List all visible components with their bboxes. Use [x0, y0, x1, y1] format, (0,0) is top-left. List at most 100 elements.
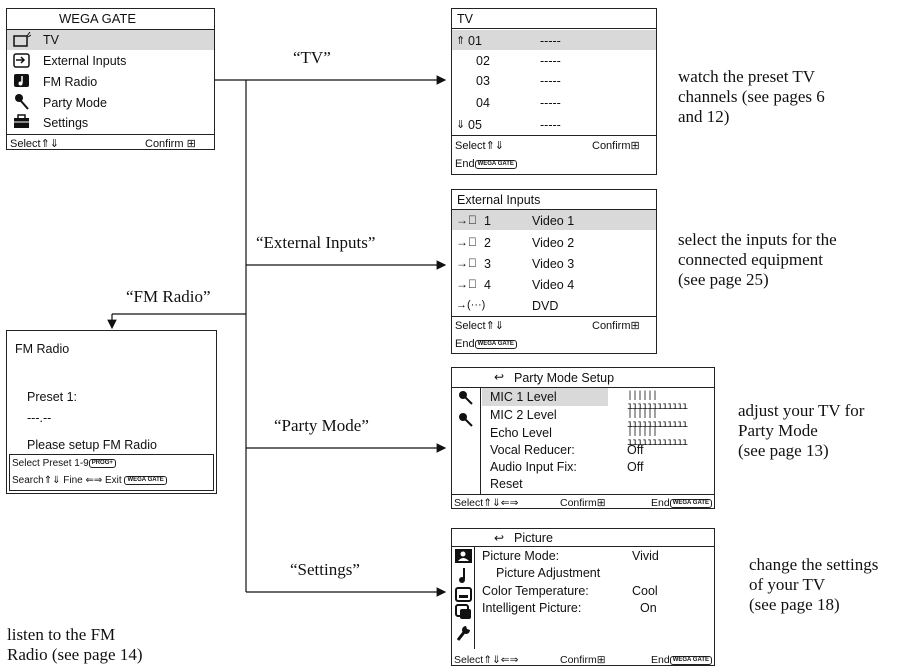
tv-menu: TV ⇑ 01 ----- 02 ----- 03 ----- 04 -----…: [451, 8, 657, 175]
input-icon: →⃝: [456, 213, 477, 227]
input-label[interactable]: Video 2: [532, 236, 575, 250]
input-num: 3: [484, 257, 491, 271]
fm-message: Please setup FM Radio: [27, 438, 157, 452]
tv-arrow-label: “TV”: [293, 48, 331, 67]
dvd-input-icon: →(···): [456, 299, 486, 311]
party-item[interactable]: MIC 2 Level: [490, 408, 557, 422]
party-value: Off: [627, 443, 644, 457]
party-item[interactable]: Reset: [490, 477, 523, 491]
input-num: 4: [484, 278, 491, 292]
picture-item[interactable]: Intelligent Picture:: [482, 601, 582, 615]
party-title: Party Mode Setup: [514, 371, 615, 385]
up-arrow-icon: ⇑: [456, 35, 466, 47]
microphone-icon: [15, 94, 29, 110]
menu-item-fm-radio[interactable]: FM Radio: [43, 75, 98, 89]
input-label[interactable]: DVD: [532, 299, 559, 313]
return-icon: ↩: [494, 370, 505, 384]
settings-arrow-label: “Settings”: [290, 560, 360, 579]
level-bar[interactable]: ||||||ıııııııııııı: [627, 391, 688, 413]
down-arrow-icon: ⇓: [456, 119, 466, 131]
ext-arrow-label: “External Inputs”: [256, 233, 376, 252]
footer-confirm: Confirm⊞: [560, 497, 606, 509]
footer-confirm: Confirm⊞: [592, 320, 640, 332]
footer-select: Select⇑⇓: [455, 140, 505, 152]
channel-num: 03: [476, 74, 490, 88]
microphone-icon: [459, 391, 473, 405]
picture-item[interactable]: Color Temperature:: [482, 584, 589, 598]
wega-gate-title: WEGA GATE: [59, 11, 137, 26]
fm-description: listen to the FM Radio (see page 14): [7, 625, 143, 664]
channel-num: 05: [468, 118, 482, 132]
footer-confirm: Confirm ⊞: [145, 138, 196, 150]
channel-highlight: [452, 30, 656, 50]
channel-name[interactable]: -----: [540, 74, 561, 88]
level-bar[interactable]: ||||||ıııııııııııı: [627, 427, 688, 449]
party-value: Off: [627, 460, 644, 474]
input-icon: →⃝: [456, 256, 477, 270]
picture-title: Picture: [514, 531, 553, 545]
channel-setup-icon: [455, 604, 471, 619]
footer-select: Select⇑⇓: [10, 138, 60, 150]
picture-item[interactable]: Picture Adjustment: [496, 566, 601, 580]
footer-select: Select⇑⇓⇐⇒: [454, 497, 519, 509]
menu-item-external-inputs[interactable]: External Inputs: [43, 54, 127, 68]
tv-icon: [13, 32, 31, 47]
party-item[interactable]: MIC 1 Level: [490, 390, 557, 404]
fm-footer-nav: Search⇑⇓ Fine ⇐⇒ Exit WEGA GATE: [12, 475, 167, 487]
wrench-icon: [456, 626, 470, 641]
menu-item-settings[interactable]: Settings: [43, 116, 89, 130]
menu-item-tv[interactable]: TV: [43, 33, 59, 47]
channel-num: 02: [476, 54, 490, 68]
input-highlight: [452, 210, 656, 230]
input-icon: [13, 53, 30, 68]
channel-name[interactable]: -----: [540, 54, 561, 68]
input-label[interactable]: Video 1: [532, 214, 575, 228]
ext-title: External Inputs: [457, 193, 541, 207]
screen-icon: [455, 587, 472, 602]
party-mode-menu: ↩ Party Mode Setup MIC 1 Level ||||||ııı…: [451, 367, 715, 509]
party-item[interactable]: Vocal Reducer:: [490, 443, 575, 457]
tv-description: watch the preset TV channels (see pages …: [678, 67, 825, 126]
item-highlight: [482, 388, 608, 406]
ext-description: select the inputs for the connected equi…: [678, 230, 837, 289]
footer-confirm: Confirm⊞: [560, 654, 606, 666]
footer-select: Select⇑⇓⇐⇒: [454, 654, 519, 666]
fm-frequency: ---.--: [27, 411, 52, 425]
menu-item-party-mode[interactable]: Party Mode: [43, 96, 107, 110]
channel-name[interactable]: -----: [540, 34, 561, 48]
input-label[interactable]: Video 4: [532, 278, 575, 292]
channel-name[interactable]: -----: [540, 118, 561, 132]
return-icon: ↩: [494, 531, 505, 545]
picture-menu: ↩ Picture Picture Mode: Vivid Picture Ad…: [451, 528, 715, 666]
picture-item[interactable]: Picture Mode:: [482, 549, 560, 563]
level-bar[interactable]: ||||||ıııııııııııı: [627, 409, 688, 431]
music-note-icon: [14, 74, 29, 87]
fm-radio-menu: FM Radio Preset 1: ---.-- Please setup F…: [6, 330, 217, 494]
picture-value: Cool: [632, 584, 658, 598]
footer-select: Select⇑⇓: [455, 320, 505, 332]
fm-title: FM Radio: [15, 342, 70, 356]
party-item[interactable]: Audio Input Fix:: [490, 460, 577, 474]
input-num: 1: [484, 214, 491, 228]
picture-value: Vivid: [632, 549, 659, 563]
menu-highlight: [7, 30, 214, 50]
toolbox-icon: [14, 114, 29, 128]
settings-description: change the settings of your TV (see page…: [749, 555, 879, 614]
footer-confirm: Confirm⊞: [592, 140, 640, 152]
party-description: adjust your TV for Party Mode (see page …: [738, 401, 865, 460]
tv-title: TV: [457, 12, 473, 26]
party-item[interactable]: Echo Level: [490, 426, 552, 440]
channel-num: 04: [476, 96, 490, 110]
picture-icon: [455, 549, 472, 563]
input-icon: →⃝: [456, 277, 477, 291]
channel-name[interactable]: -----: [540, 96, 561, 110]
input-label[interactable]: Video 3: [532, 257, 575, 271]
channel-num: 01: [468, 34, 482, 48]
wega-gate-menu: WEGA GATE TV External Inputs FM Radio Pa…: [6, 8, 215, 150]
